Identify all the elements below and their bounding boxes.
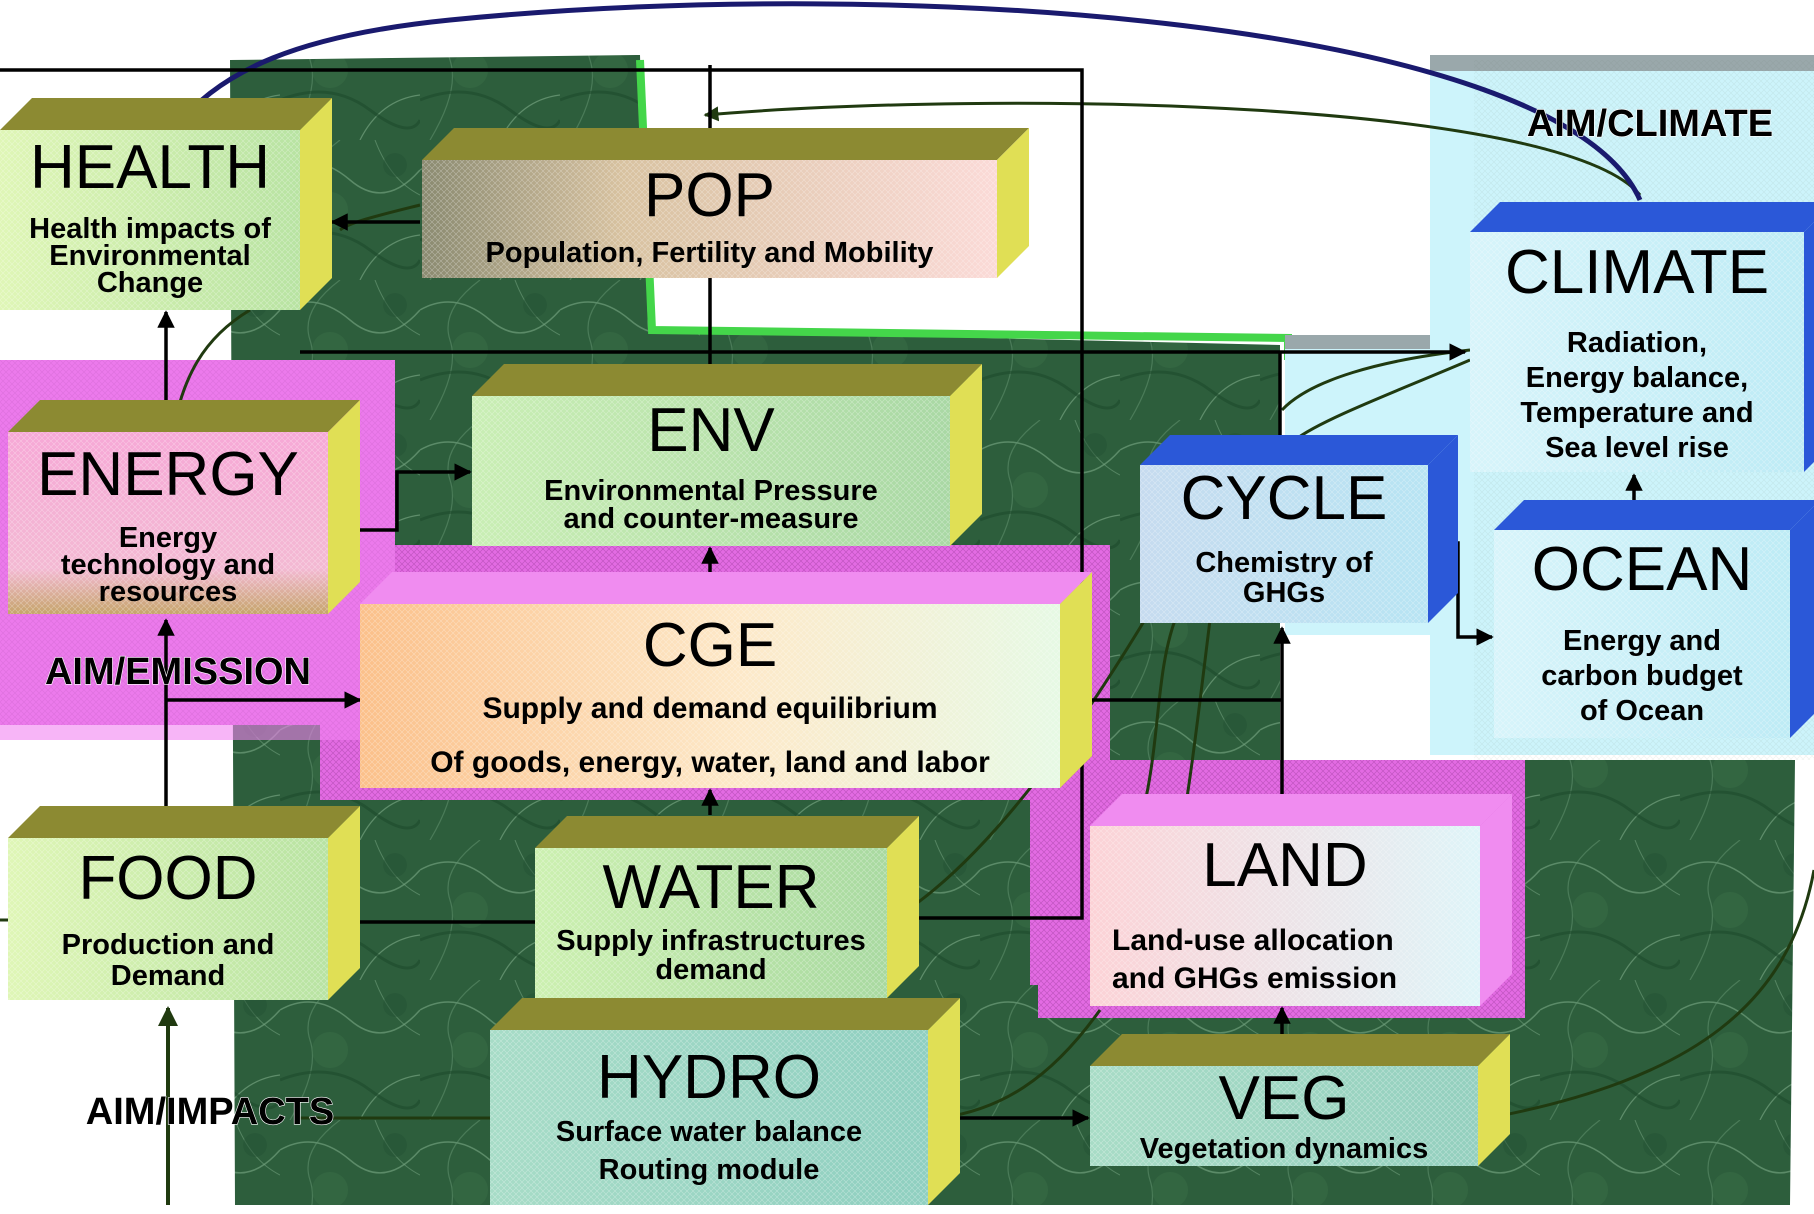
climate-description-line: Temperature and xyxy=(1520,397,1753,429)
climate-description-line: Sea level rise xyxy=(1545,432,1729,464)
health-module xyxy=(0,98,332,310)
cge-title: CGE xyxy=(643,611,777,680)
pop-module xyxy=(422,128,1029,278)
energy-box-side xyxy=(328,400,360,614)
env-description-line: and counter-measure xyxy=(564,503,859,535)
health-title: HEALTH xyxy=(30,133,270,202)
energy-description-line: Energy xyxy=(119,522,217,554)
pop-box-side xyxy=(997,128,1029,278)
health-description-line: Environmental xyxy=(49,240,250,272)
cge-module xyxy=(360,572,1092,788)
hydro-box-top xyxy=(490,998,960,1030)
veg-title: VEG xyxy=(1219,1064,1350,1133)
climate-title: CLIMATE xyxy=(1505,238,1769,307)
water-module xyxy=(535,816,919,998)
health-description-line: Change xyxy=(97,267,203,299)
ocean-title: OCEAN xyxy=(1532,535,1752,604)
land-module xyxy=(1090,794,1512,1006)
food-title: FOOD xyxy=(78,844,257,913)
cycle-module xyxy=(1140,435,1458,623)
land-title: LAND xyxy=(1202,831,1367,900)
env-description-line: Environmental Pressure xyxy=(544,475,878,507)
land-box-top xyxy=(1090,794,1512,826)
land-description-line: and GHGs emission xyxy=(1112,962,1397,995)
aim-emission-label: AIM/EMISSION xyxy=(45,651,311,693)
ocean-description-line: Energy and xyxy=(1563,625,1721,657)
food-box-top xyxy=(8,806,360,838)
veg-module xyxy=(1090,1034,1510,1166)
ocean-module xyxy=(1494,500,1814,738)
cycle-box-top xyxy=(1140,435,1458,465)
ocean-box-top xyxy=(1494,500,1814,530)
water-box-top xyxy=(535,816,919,848)
cge-description-line: Of goods, energy, water, land and labor xyxy=(430,746,990,779)
food-description-line: Demand xyxy=(111,960,225,992)
hydro-title: HYDRO xyxy=(597,1043,821,1112)
module-labels: HEALTH Health impacts ofEnvironmentalChan… xyxy=(29,133,1769,1186)
climate-description-line: Energy balance, xyxy=(1526,362,1748,394)
energy-box-top xyxy=(8,400,360,432)
env-module xyxy=(472,364,982,546)
env-box-side xyxy=(950,364,982,546)
water-description-line: demand xyxy=(655,954,766,986)
aim-climate-label: AIM/CLIMATE xyxy=(1527,103,1773,145)
cge-box-side xyxy=(1060,572,1092,788)
env-box-top xyxy=(472,364,982,396)
pop-box-top xyxy=(422,128,1029,160)
ocean-description-line: carbon budget xyxy=(1541,660,1743,692)
cycle-title: CYCLE xyxy=(1181,464,1388,533)
land-description-line: Land-use allocation xyxy=(1112,924,1394,957)
health-box-side xyxy=(300,98,332,310)
cge-description-line: Supply and demand equilibrium xyxy=(482,692,937,725)
energy-module xyxy=(8,400,360,614)
pop-title: POP xyxy=(644,161,775,230)
energy-description-line: resources xyxy=(99,576,238,608)
climate-box-side xyxy=(1804,222,1814,472)
food-description-line: Production and xyxy=(62,929,275,961)
veg-box-top xyxy=(1090,1034,1510,1066)
hydro-description-line: Routing module xyxy=(599,1154,820,1186)
health-box-top xyxy=(0,98,332,130)
ocean-box-side xyxy=(1790,506,1814,738)
module-boxes xyxy=(0,98,1814,1205)
cycle-description-line: GHGs xyxy=(1243,577,1325,609)
energy-description-line: technology and xyxy=(61,549,275,581)
food-module xyxy=(8,806,360,1000)
hydro-description-line: Surface water balance xyxy=(556,1116,862,1148)
climate-description-line: Radiation, xyxy=(1567,327,1707,359)
land-box-side xyxy=(1480,794,1512,1006)
ocean-description-line: of Ocean xyxy=(1580,695,1704,727)
water-title: WATER xyxy=(603,853,820,922)
water-description-line: Supply infrastructures xyxy=(556,925,865,957)
energy-title: ENERGY xyxy=(37,440,299,509)
env-title: ENV xyxy=(647,396,775,465)
climate-box-top xyxy=(1470,202,1814,232)
veg-description-line: Vegetation dynamics xyxy=(1140,1133,1429,1165)
hydro-box-side xyxy=(928,998,960,1205)
food-box-side xyxy=(328,806,360,1000)
cge-box-top xyxy=(360,572,1092,604)
water-box-side xyxy=(887,816,919,998)
aim-impacts-label: AIM/IMPACTS xyxy=(86,1091,334,1133)
cycle-box-side xyxy=(1428,435,1458,623)
veg-box-side xyxy=(1478,1034,1510,1166)
climate-module xyxy=(1470,202,1814,472)
hydro-module xyxy=(490,998,960,1205)
cycle-description-line: Chemistry of xyxy=(1195,547,1373,579)
health-description-line: Health impacts of xyxy=(29,213,271,245)
pop-description-line: Population, Fertility and Mobility xyxy=(486,237,934,269)
